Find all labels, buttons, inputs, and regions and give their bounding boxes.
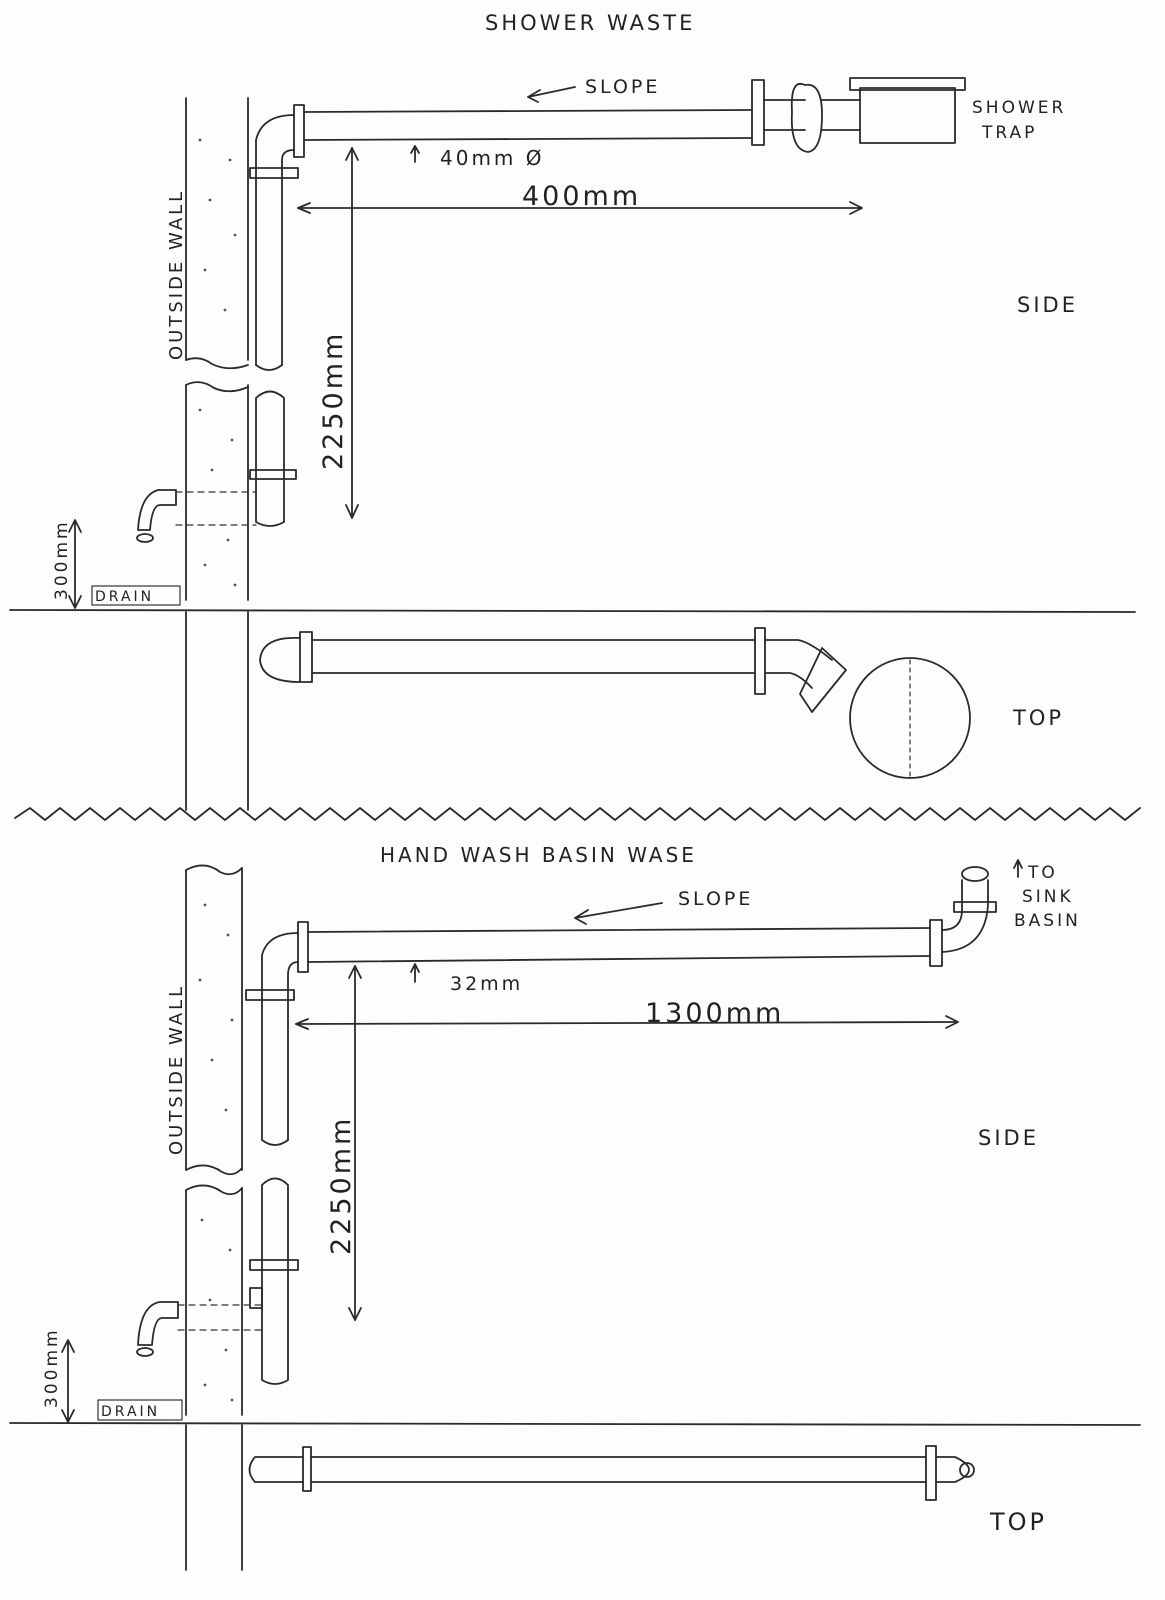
basin-waste-section: HAND WASH BASIN WASE OUTSIDE WALL <box>9 843 1141 1571</box>
basin-outside-wall <box>185 864 243 1416</box>
basin-drain-height-label: 300mm <box>42 1327 62 1408</box>
basin-top-label: TOP <box>989 1508 1047 1536</box>
basin-to-sink-label-1: TO <box>1027 863 1058 883</box>
shower-wall-label: OUTSIDE WALL <box>166 189 187 360</box>
shower-outlet-elbow <box>137 489 177 531</box>
shower-ground-line <box>9 609 1136 613</box>
basin-downpipe <box>136 921 309 1385</box>
shower-length-label: 400mm <box>522 181 641 212</box>
basin-wall-label: OUTSIDE WALL <box>166 984 187 1155</box>
basin-side-label: SIDE <box>978 1126 1039 1150</box>
shower-trap-body <box>790 82 823 153</box>
shower-diameter-label: 40mm Ø <box>440 146 545 170</box>
shower-trap <box>859 87 956 144</box>
shower-horizontal-pipe <box>303 77 966 153</box>
basin-to-sink-label-2: SINK <box>1022 887 1074 907</box>
basin-top-view <box>185 1424 975 1571</box>
basin-horizontal-pipe <box>307 866 997 967</box>
basin-diameter-arrow <box>410 963 420 983</box>
shower-trap-label-1: SHOWER <box>972 98 1066 118</box>
section-break-line <box>14 807 1141 821</box>
shower-diameter-arrow <box>410 145 420 163</box>
shower-drain-height-dimension <box>68 519 82 609</box>
basin-drain-label: DRAIN <box>101 1404 160 1420</box>
basin-to-sink-arrow <box>1013 859 1023 878</box>
shower-title: SHOWER WASTE <box>485 11 695 35</box>
basin-height-label: 2250mm <box>326 1116 357 1255</box>
basin-drain-height-dimension <box>61 1339 75 1423</box>
shower-trap-label-2: TRAP <box>981 123 1037 143</box>
shower-side-label: SIDE <box>1017 293 1078 317</box>
shower-tray-outlet-circle <box>849 657 971 779</box>
shower-outside-wall <box>185 97 249 601</box>
shower-slope-arrow <box>527 86 576 103</box>
shower-pipe-clip-bottom <box>249 469 297 480</box>
basin-slope-label: SLOPE <box>678 888 753 910</box>
basin-to-sink-label-3: BASIN <box>1014 911 1081 931</box>
shower-height-label: 2250mm <box>318 331 349 470</box>
shower-drain-box <box>91 585 181 606</box>
shower-top-view <box>185 611 971 811</box>
shower-drain-height-label: 300mm <box>52 519 72 600</box>
shower-drain-label: DRAIN <box>95 589 154 605</box>
shower-waste-section: SHOWER WASTE OUTSIDE WALL <box>9 11 1136 811</box>
basin-slope-arrow <box>574 902 663 925</box>
basin-ground-line <box>9 1422 1141 1426</box>
shower-slope-label: SLOPE <box>585 76 660 98</box>
shower-top-label: TOP <box>1012 706 1064 730</box>
basin-drain-box <box>97 1399 183 1421</box>
basin-title: HAND WASH BASIN WASE <box>380 843 697 867</box>
shower-downpipe <box>136 104 305 543</box>
basin-diameter-label: 32mm <box>450 973 523 995</box>
basin-length-dimension <box>295 1021 959 1025</box>
basin-length-label: 1300mm <box>645 998 784 1029</box>
shower-pipe-clip-top <box>249 167 299 179</box>
